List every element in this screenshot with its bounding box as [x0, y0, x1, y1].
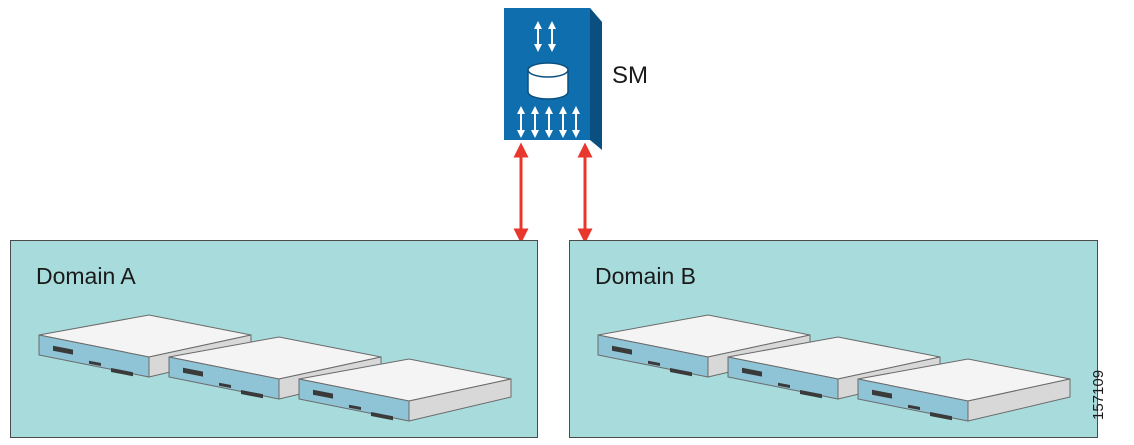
domain-a-devices	[38, 314, 512, 422]
domain-b-devices	[597, 314, 1071, 422]
domain-b-title: Domain B	[595, 263, 696, 289]
domain-a-title: Domain A	[36, 263, 136, 289]
switch-device-icon	[298, 358, 512, 422]
switch-device-icon	[857, 358, 1071, 422]
figure-id: 157109	[1090, 369, 1107, 420]
domain-a-panel: Domain A	[10, 240, 538, 438]
domain-b-panel: Domain B	[569, 240, 1098, 438]
session-manager-server-icon	[504, 8, 602, 150]
server-label: SM	[612, 62, 648, 89]
